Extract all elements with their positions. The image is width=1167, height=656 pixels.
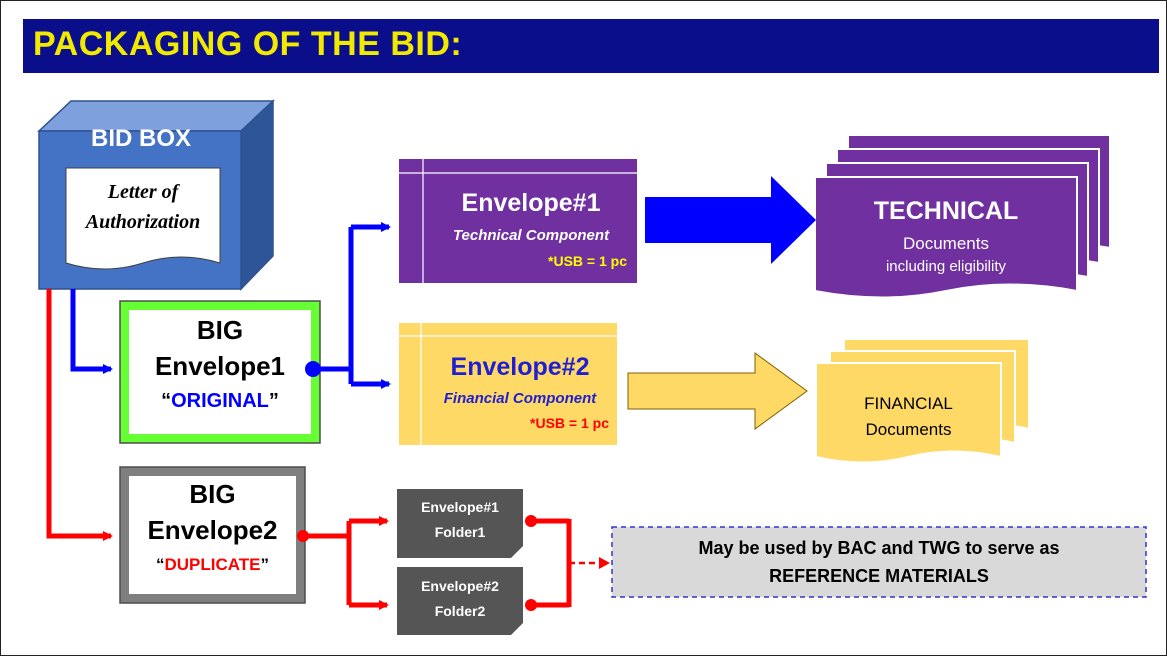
original-tag: ORIGINAL <box>171 390 269 412</box>
technical-documents-stack <box>814 134 1111 299</box>
letter-line2: Authorization <box>85 211 201 233</box>
folder2-shape <box>397 567 523 635</box>
envelope2-subtitle: Financial Component <box>443 390 597 407</box>
folder1-shape <box>397 489 523 558</box>
big-envelope1-line2: Envelope1 <box>154 351 286 381</box>
big-envelope2-line2: Envelope2 <box>147 515 278 545</box>
envelope1-title: Envelope#1 <box>461 189 601 217</box>
box-to-envelope1-arrow <box>70 289 113 374</box>
letter-line1: Letter of <box>107 181 179 203</box>
envelope1-subtitle: Technical Component <box>452 227 610 244</box>
letter-document-icon <box>65 167 221 270</box>
bid-box-label: BID BOX <box>90 125 191 152</box>
duplicate-tag: DUPLICATE <box>164 555 261 574</box>
big-envelope2-line1: BIG <box>189 479 236 509</box>
envelope2-title: Envelope#2 <box>450 353 590 381</box>
folder2-line2: Folder2 <box>434 603 486 619</box>
big-envelope1-line1: BIG <box>196 315 244 345</box>
envelope2-usb: *USB = 1 pc <box>530 415 609 431</box>
big-envelope1-tag: “ORIGINAL” <box>161 390 279 412</box>
reference-line1: May be used by BAC and TWG to serve as <box>698 538 1060 558</box>
big-envelope2-tag: “DUPLICATE” <box>155 555 269 574</box>
folder1-line1: Envelope#1 <box>421 499 499 515</box>
reference-line2: REFERENCE MATERIALS <box>769 566 989 586</box>
technical-docs-line3: including eligibility <box>885 258 1007 275</box>
envelope2-shape <box>399 323 617 445</box>
envelope1-usb: *USB = 1 pc <box>548 253 627 269</box>
financial-block-arrow <box>627 352 808 430</box>
financial-docs-line1: FINANCIAL <box>864 394 953 413</box>
reference-arrowhead <box>599 557 610 569</box>
bid-box <box>37 99 275 291</box>
page-title: PACKAGING OF THE BID: <box>33 25 463 63</box>
big-envelope1-inner <box>129 310 311 434</box>
title-bar: PACKAGING OF THE BID: <box>23 19 1159 73</box>
technical-docs-line2: Documents <box>903 234 989 253</box>
financial-documents-stack <box>815 338 1030 464</box>
reference-box <box>611 526 1147 598</box>
financial-docs-line2: Documents <box>865 420 952 439</box>
technical-docs-line1: TECHNICAL <box>873 197 1019 225</box>
folder2-line1: Envelope#2 <box>421 578 499 594</box>
box-to-envelope2-arrow <box>46 289 113 541</box>
technical-block-arrow <box>645 176 816 264</box>
folder1-line2: Folder1 <box>434 524 486 540</box>
envelope1-shape <box>399 159 637 283</box>
big-envelope2-inner <box>129 476 296 594</box>
